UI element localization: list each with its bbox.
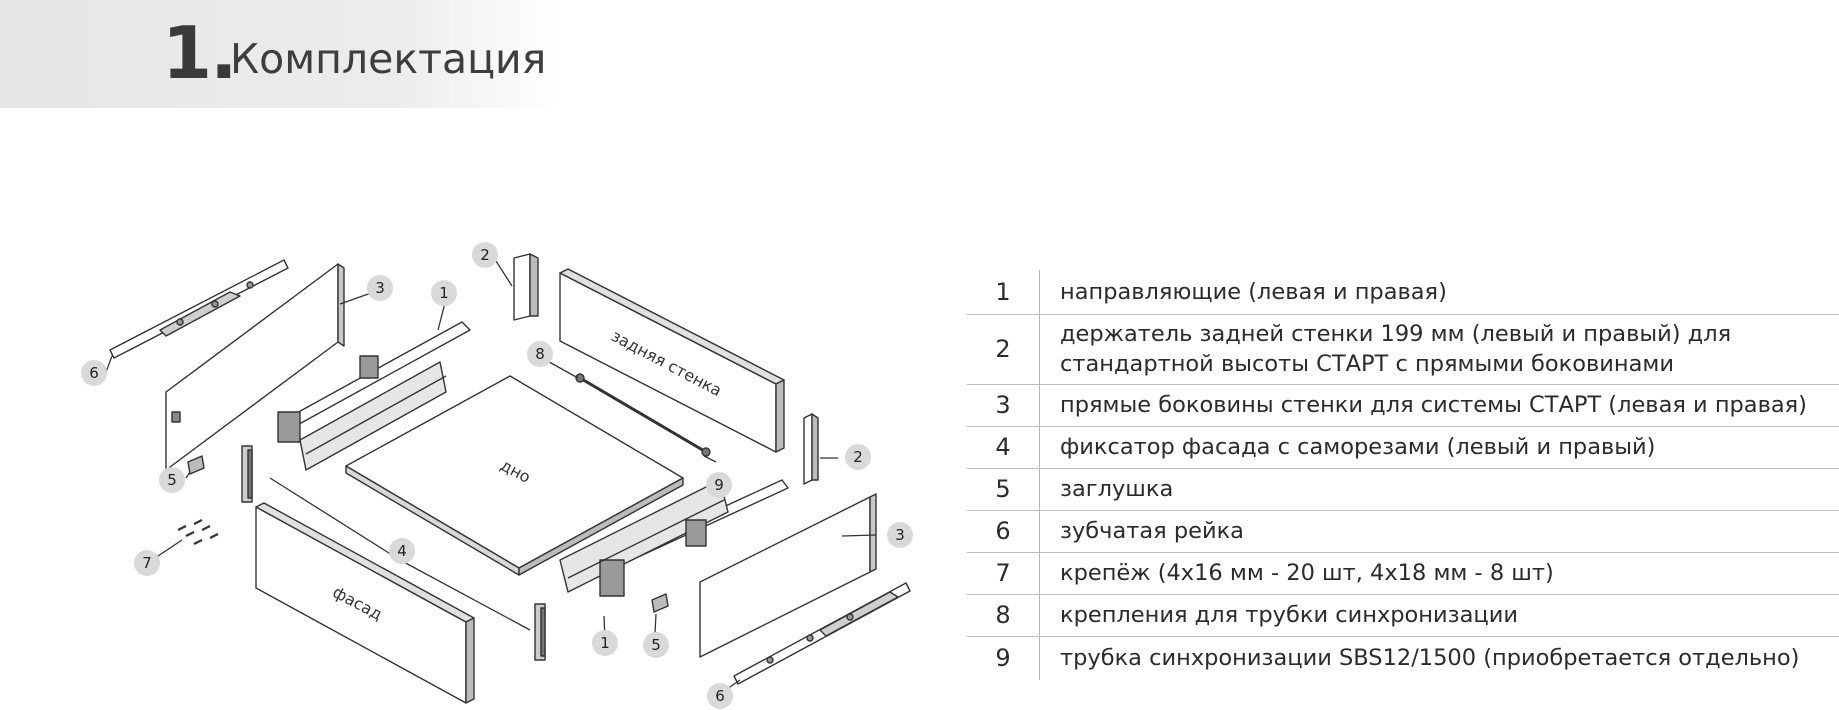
section-title: Комплектация: [230, 35, 547, 83]
part-description: трубка синхронизации SBS12/1500 (приобре…: [1040, 636, 1839, 680]
svg-text:6: 6: [715, 687, 725, 705]
callout-4: 4: [389, 538, 415, 564]
parts-table-row: 1 направляющие (левая и правая): [967, 270, 1839, 314]
callout-1a: 1: [431, 280, 457, 306]
side-wall-left: [165, 263, 345, 471]
svg-text:5: 5: [167, 471, 177, 489]
callout-2a: 2: [472, 242, 498, 268]
parts-table-row: 2 держатель задней стенки 199 мм (левый и…: [967, 314, 1839, 384]
part-description: крепления для трубки синхронизации: [1040, 594, 1839, 636]
svg-text:7: 7: [142, 554, 152, 572]
back-holder-right: [803, 413, 819, 485]
callout-7: 7: [134, 550, 160, 576]
part-number: 8: [967, 594, 1040, 636]
part-description-line: крепёж (4x16 мм - 20 шт, 4x18 мм - 8 шт): [1060, 560, 1554, 586]
callout-3a: 3: [367, 275, 393, 301]
svg-text:3: 3: [895, 526, 905, 544]
parts-table-row: 9 трубка синхронизации SBS12/1500 (приобр…: [967, 636, 1839, 680]
parts-table-row: 7 крепёж (4x16 мм - 20 шт, 4x18 мм - 8 шт…: [967, 552, 1839, 594]
end-cap-left: [187, 455, 205, 475]
part-number: 9: [967, 636, 1040, 680]
facade-fixer-right: [534, 603, 546, 661]
parts-table-row: 4 фиксатор фасада с саморезами (левый и п…: [967, 426, 1839, 468]
runner-left: [277, 321, 471, 471]
svg-text:9: 9: [714, 476, 724, 494]
callout-8: 8: [527, 341, 553, 367]
part-number: 6: [967, 510, 1040, 552]
part-description-line: крепления для трубки синхронизации: [1060, 602, 1518, 628]
part-description-line: заглушка: [1060, 476, 1174, 502]
part-number: 3: [967, 384, 1040, 426]
part-description-line: направляющие (левая и правая): [1060, 278, 1447, 305]
callout-2b: 2: [845, 444, 871, 470]
svg-text:8: 8: [535, 345, 545, 363]
callout-6a: 6: [81, 360, 107, 386]
callout-5b: 5: [643, 632, 669, 658]
back-wall-panel: [559, 268, 785, 453]
runner-right: [559, 479, 789, 597]
svg-text:5: 5: [651, 636, 661, 654]
parts-table-row: 6 зубчатая рейка: [967, 510, 1839, 552]
exploded-assembly-diagram: 1 1 2 2 3 3 4 5 5 6 6 7 8 9 задняя стенк…: [81, 242, 913, 709]
part-description: держатель задней стенки 199 мм (левый и …: [1040, 314, 1839, 384]
part-number: 5: [967, 468, 1040, 510]
part-number: 4: [967, 426, 1040, 468]
part-number: 7: [967, 552, 1040, 594]
back-holder-top: [513, 253, 539, 321]
callout-6b: 6: [707, 683, 733, 709]
part-description: заглушка: [1040, 468, 1839, 510]
svg-text:4: 4: [397, 542, 407, 560]
svg-text:3: 3: [375, 279, 385, 297]
facade-fixer-left: [241, 445, 253, 503]
part-description-line: фиксатор фасада с саморезами (левый и пр…: [1060, 434, 1656, 460]
sync-tube: [579, 376, 707, 454]
parts-table-row: 5 заглушка: [967, 468, 1839, 510]
facade-panel: [255, 502, 475, 704]
part-number: 2: [967, 314, 1040, 384]
header-band: [0, 0, 560, 108]
rack-right: [733, 582, 911, 685]
part-description-line: держатель задней стенки 199 мм (левый и …: [1060, 321, 1732, 347]
section-number: 1.: [162, 11, 237, 95]
part-description: фиксатор фасада с саморезами (левый и пр…: [1040, 426, 1839, 468]
bottom-panel: [345, 375, 684, 576]
part-description-line: трубка синхронизации SBS12/1500 (приобре…: [1060, 645, 1800, 672]
svg-text:1: 1: [600, 634, 610, 652]
part-description-line: зубчатая рейка: [1060, 518, 1244, 544]
part-description: зубчатая рейка: [1040, 510, 1839, 552]
part-description: крепёж (4x16 мм - 20 шт, 4x18 мм - 8 шт): [1040, 552, 1839, 594]
callout-9: 9: [706, 472, 732, 498]
part-description: направляющие (левая и правая): [1040, 270, 1839, 314]
rack-left: [109, 259, 289, 359]
svg-text:6: 6: [89, 364, 99, 382]
svg-text:2: 2: [853, 448, 863, 466]
part-number: 1: [967, 270, 1040, 314]
part-description-line: стандартной высоты СТАРТ с прямыми боков…: [1060, 351, 1674, 377]
callout-3b: 3: [887, 522, 913, 548]
side-wall-right: [699, 493, 877, 658]
parts-table: 1 направляющие (левая и правая) 2 держатель…: [967, 270, 1839, 680]
part-description-line: прямые боковины стенки для системы СТАРТ…: [1060, 392, 1807, 418]
callout-1b: 1: [592, 630, 618, 656]
parts-table-row: 3 прямые боковины стенки для системы СТАР…: [967, 384, 1839, 426]
end-cap-right: [651, 593, 669, 613]
part-description: прямые боковины стенки для системы СТАРТ…: [1040, 384, 1839, 426]
svg-text:1: 1: [439, 284, 449, 302]
parts-table-row: 8 крепления для трубки синхронизации: [967, 594, 1839, 636]
callout-5a: 5: [159, 467, 185, 493]
screws: [177, 519, 219, 545]
svg-text:2: 2: [480, 246, 490, 264]
